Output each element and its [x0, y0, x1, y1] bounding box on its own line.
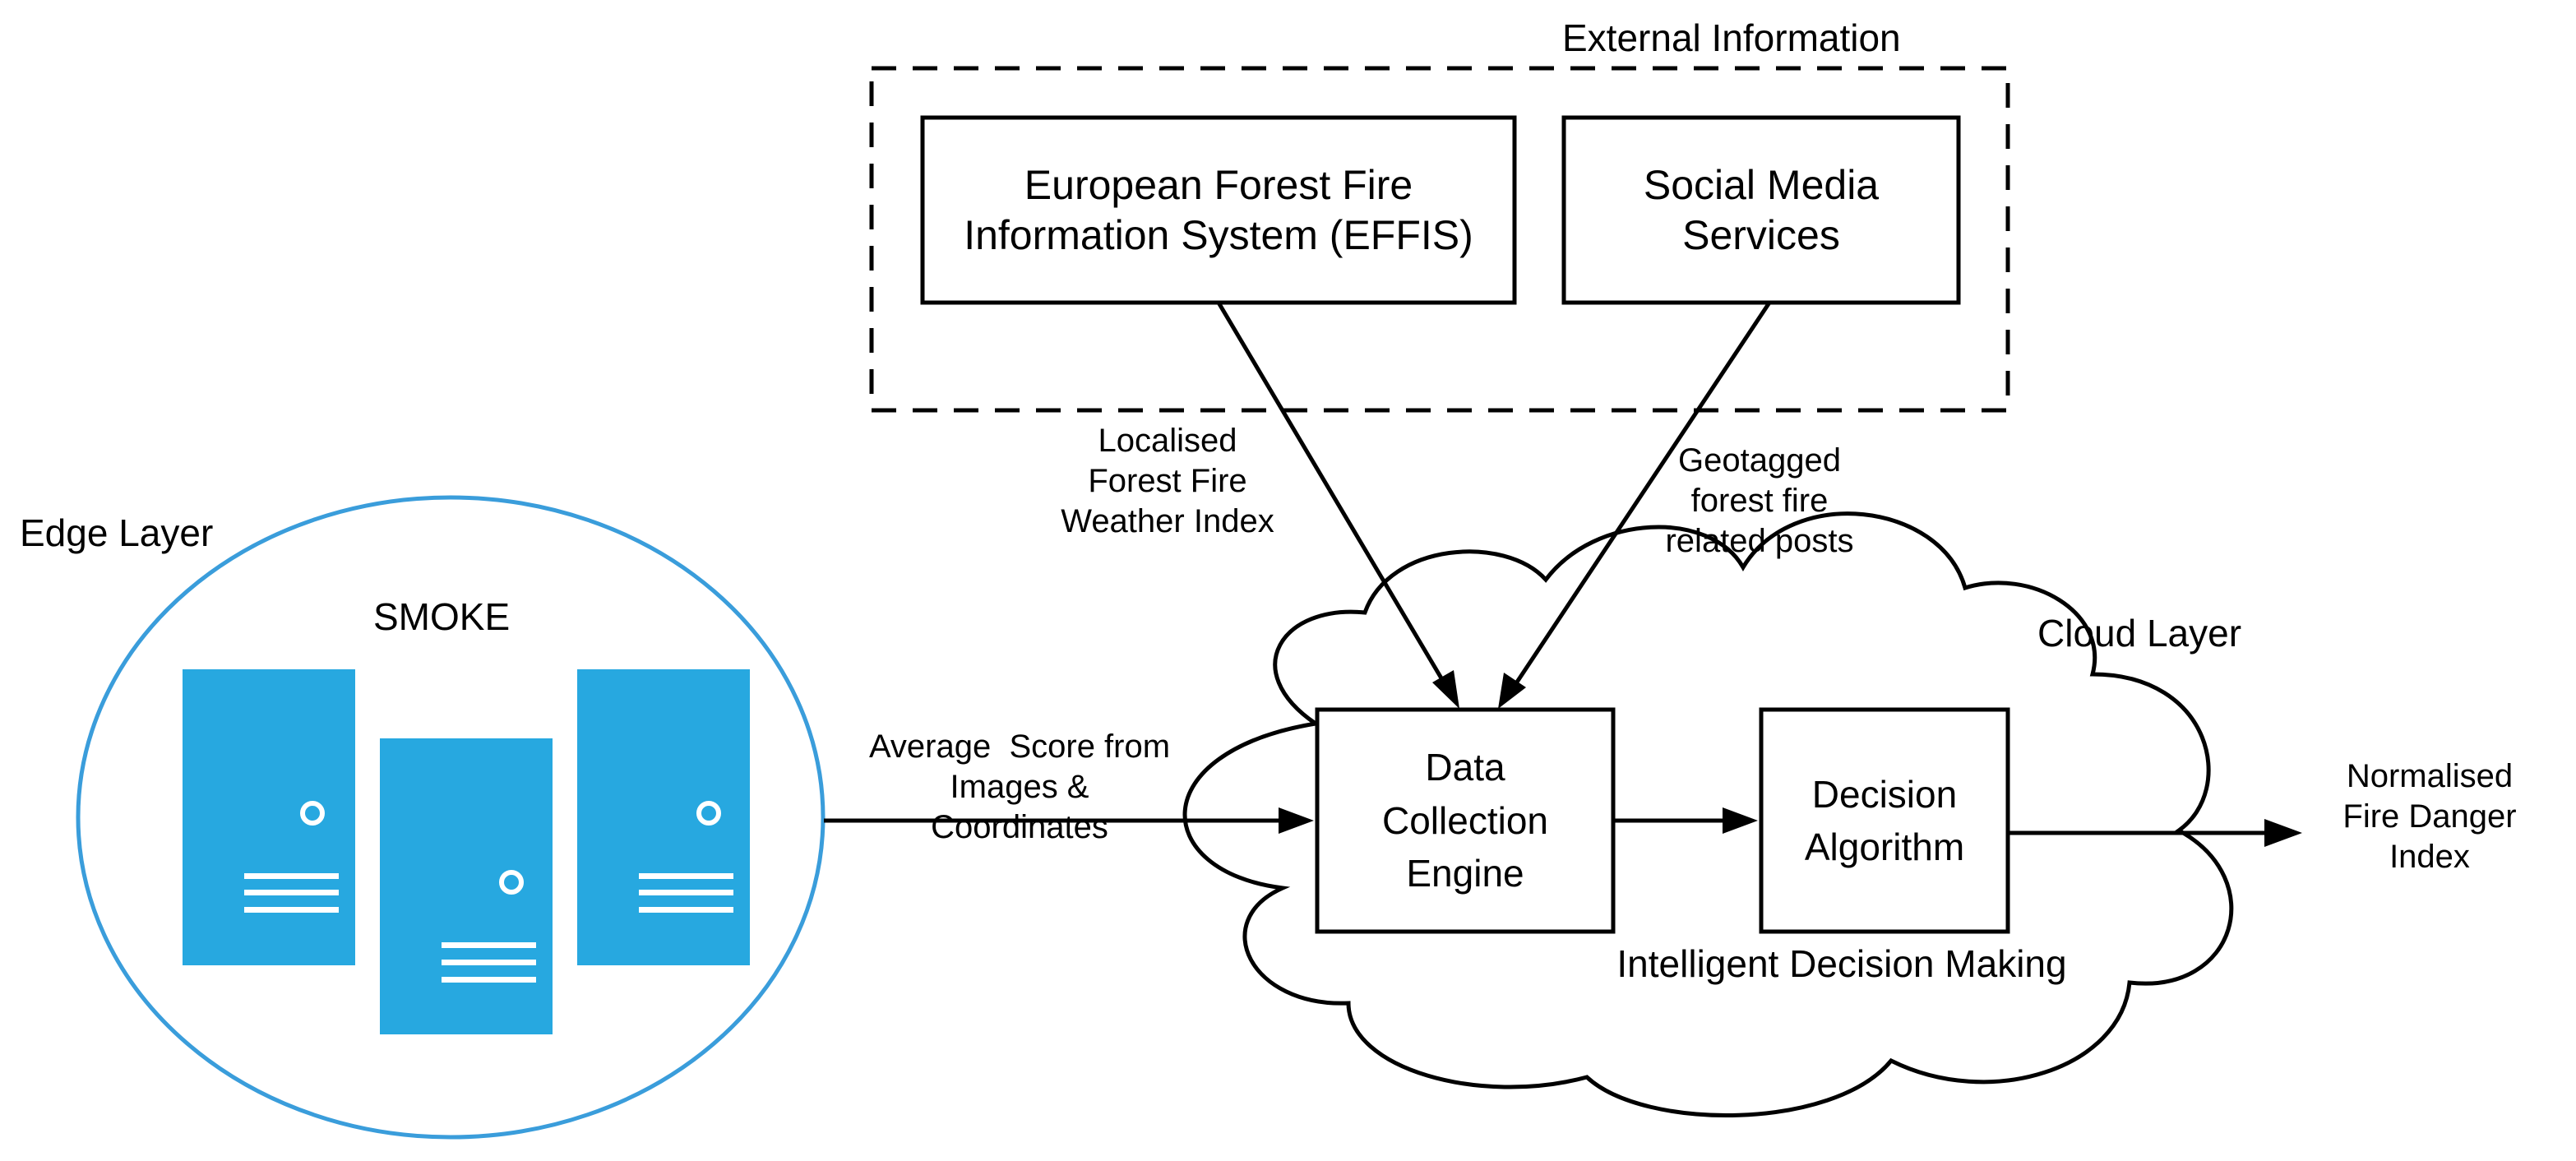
smoke-label: SMOKE	[373, 595, 511, 638]
edge-to-cloud-line: Images &	[950, 768, 1089, 805]
social-media-label-line: Social Media	[1643, 161, 1880, 208]
weather-index-line: Localised	[1098, 423, 1237, 459]
weather-index-label: Localised Forest Fire Weather Index	[1020, 421, 1316, 541]
data-collection-engine-label: Data Collection Engine	[1317, 710, 1613, 932]
decision-label-line: Algorithm	[1804, 826, 1965, 868]
effis-box	[920, 115, 1517, 305]
weather-index-line: Forest Fire	[1088, 462, 1247, 499]
effis-label-line: European Forest Fire	[1024, 161, 1413, 208]
edge-layer-ring	[76, 495, 826, 1140]
posts-line: related posts	[1665, 522, 1854, 559]
server-icon	[183, 669, 355, 965]
edge-to-cloud-label: Average Score from Images & Coordinates	[839, 727, 1200, 847]
server-icon	[577, 669, 750, 965]
output-label: Normalised Fire Danger Index	[2302, 756, 2557, 877]
output-arrowhead	[2264, 819, 2302, 847]
output-line: Index	[2389, 838, 2470, 875]
engine-label-line: Data	[1425, 746, 1505, 789]
social-posts-arrowhead	[1498, 673, 1526, 709]
decision-algorithm-label: Decision Algorithm	[1761, 710, 2008, 932]
weather-index-arrow	[1216, 301, 1451, 692]
weather-index-line: Weather Index	[1061, 502, 1274, 539]
social-media-label: Social Media Services	[1564, 118, 1959, 303]
server-icon	[380, 738, 553, 1034]
cloud-layer-title: Cloud Layer	[2037, 612, 2242, 655]
decision-label-line: Decision	[1811, 772, 1958, 816]
posts-line: forest fire	[1690, 482, 1829, 519]
edge-to-cloud-arrowhead	[1279, 807, 1314, 834]
posts-line: Geotagged	[1678, 442, 1841, 479]
edge-layer-title: Edge Layer	[20, 511, 214, 554]
intelligent-decision-caption: Intelligent Decision Making	[1616, 942, 2067, 985]
engine-to-decision-arrowhead	[1723, 807, 1758, 834]
social-posts-arrow	[1509, 301, 1772, 692]
data-collection-engine-box	[1315, 707, 1616, 934]
engine-label-line: Collection	[1382, 798, 1548, 842]
output-line: Normalised	[2346, 758, 2514, 794]
edge-to-cloud-line: Average Score from	[868, 729, 1171, 765]
social-media-label-line: Services	[1682, 211, 1840, 258]
effis-label: European Forest Fire Information System …	[923, 118, 1515, 303]
effis-label-line: Information System (EFFIS)	[964, 211, 1473, 258]
external-information-title: External Information	[1562, 16, 1901, 59]
posts-label: Geotagged forest fire related posts	[1620, 441, 1899, 561]
weather-index-arrowhead	[1432, 670, 1459, 709]
decision-algorithm-box	[1759, 707, 2010, 934]
social-media-box	[1561, 115, 1961, 305]
engine-label-line: Engine	[1406, 852, 1524, 895]
edge-to-cloud-line: Coordinates	[931, 808, 1108, 845]
output-line: Fire Danger	[2342, 798, 2517, 835]
cloud-layer-shape	[1182, 511, 2234, 1117]
